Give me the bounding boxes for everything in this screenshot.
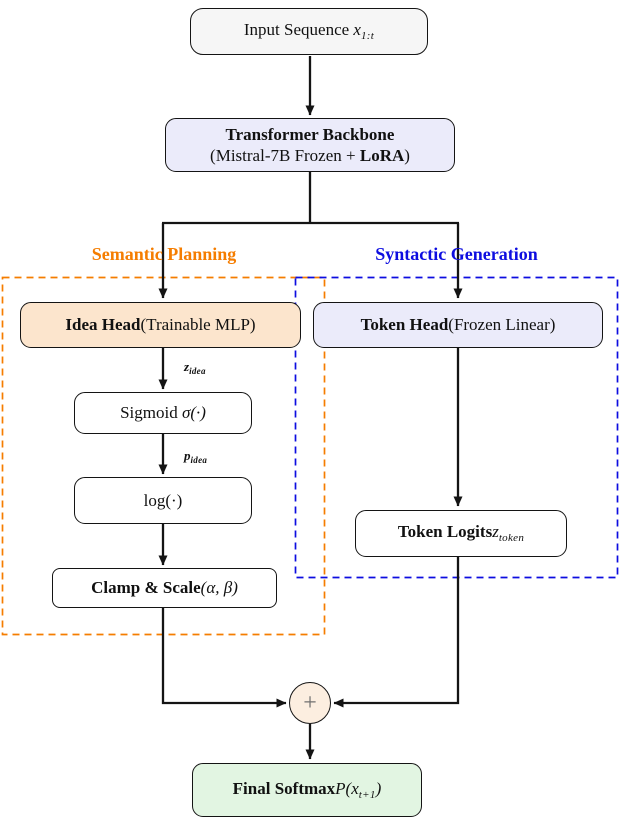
final-softmax-node: Final SoftmaxP(xt+1) [192, 763, 422, 817]
input-sequence-node: Input Sequence x1:t [190, 8, 428, 55]
clamp-scale-node: Clamp & Scale(α, β) [52, 568, 277, 608]
input-sequence-label: Input Sequence [243, 20, 354, 40]
input-sequence-var: x [353, 20, 361, 40]
transformer-backbone-node: Transformer Backbone (Mistral-7B Frozen … [165, 118, 455, 172]
log-node: log(·) [74, 477, 252, 524]
edge-label-p-idea: pidea [184, 448, 208, 465]
sigmoid-node: Sigmoid σ(·) [74, 392, 252, 434]
plus-icon: + [303, 689, 317, 716]
backbone-subtitle: (Mistral-7B Frozen + LoRA) [210, 146, 410, 165]
edge-logits-to-sum [333, 557, 460, 708]
syntactic-generation-header: Syntactic Generation [375, 244, 538, 264]
backbone-title: Transformer Backbone [225, 124, 395, 144]
semantic-planning-header: Semantic Planning [91, 244, 237, 264]
sum-node: + [289, 682, 331, 724]
edge-clamp-to-sum [161, 608, 287, 708]
input-sequence-sub: 1:t [360, 30, 375, 43]
syntactic-group-box [294, 276, 619, 579]
idea-head-node: Idea Head(Trainable MLP) [20, 302, 301, 348]
token-logits-node: Token Logitsztoken [355, 510, 567, 557]
token-head-node: Token Head(Frozen Linear) [313, 302, 603, 348]
edge-label-z-idea: zidea [184, 359, 206, 376]
